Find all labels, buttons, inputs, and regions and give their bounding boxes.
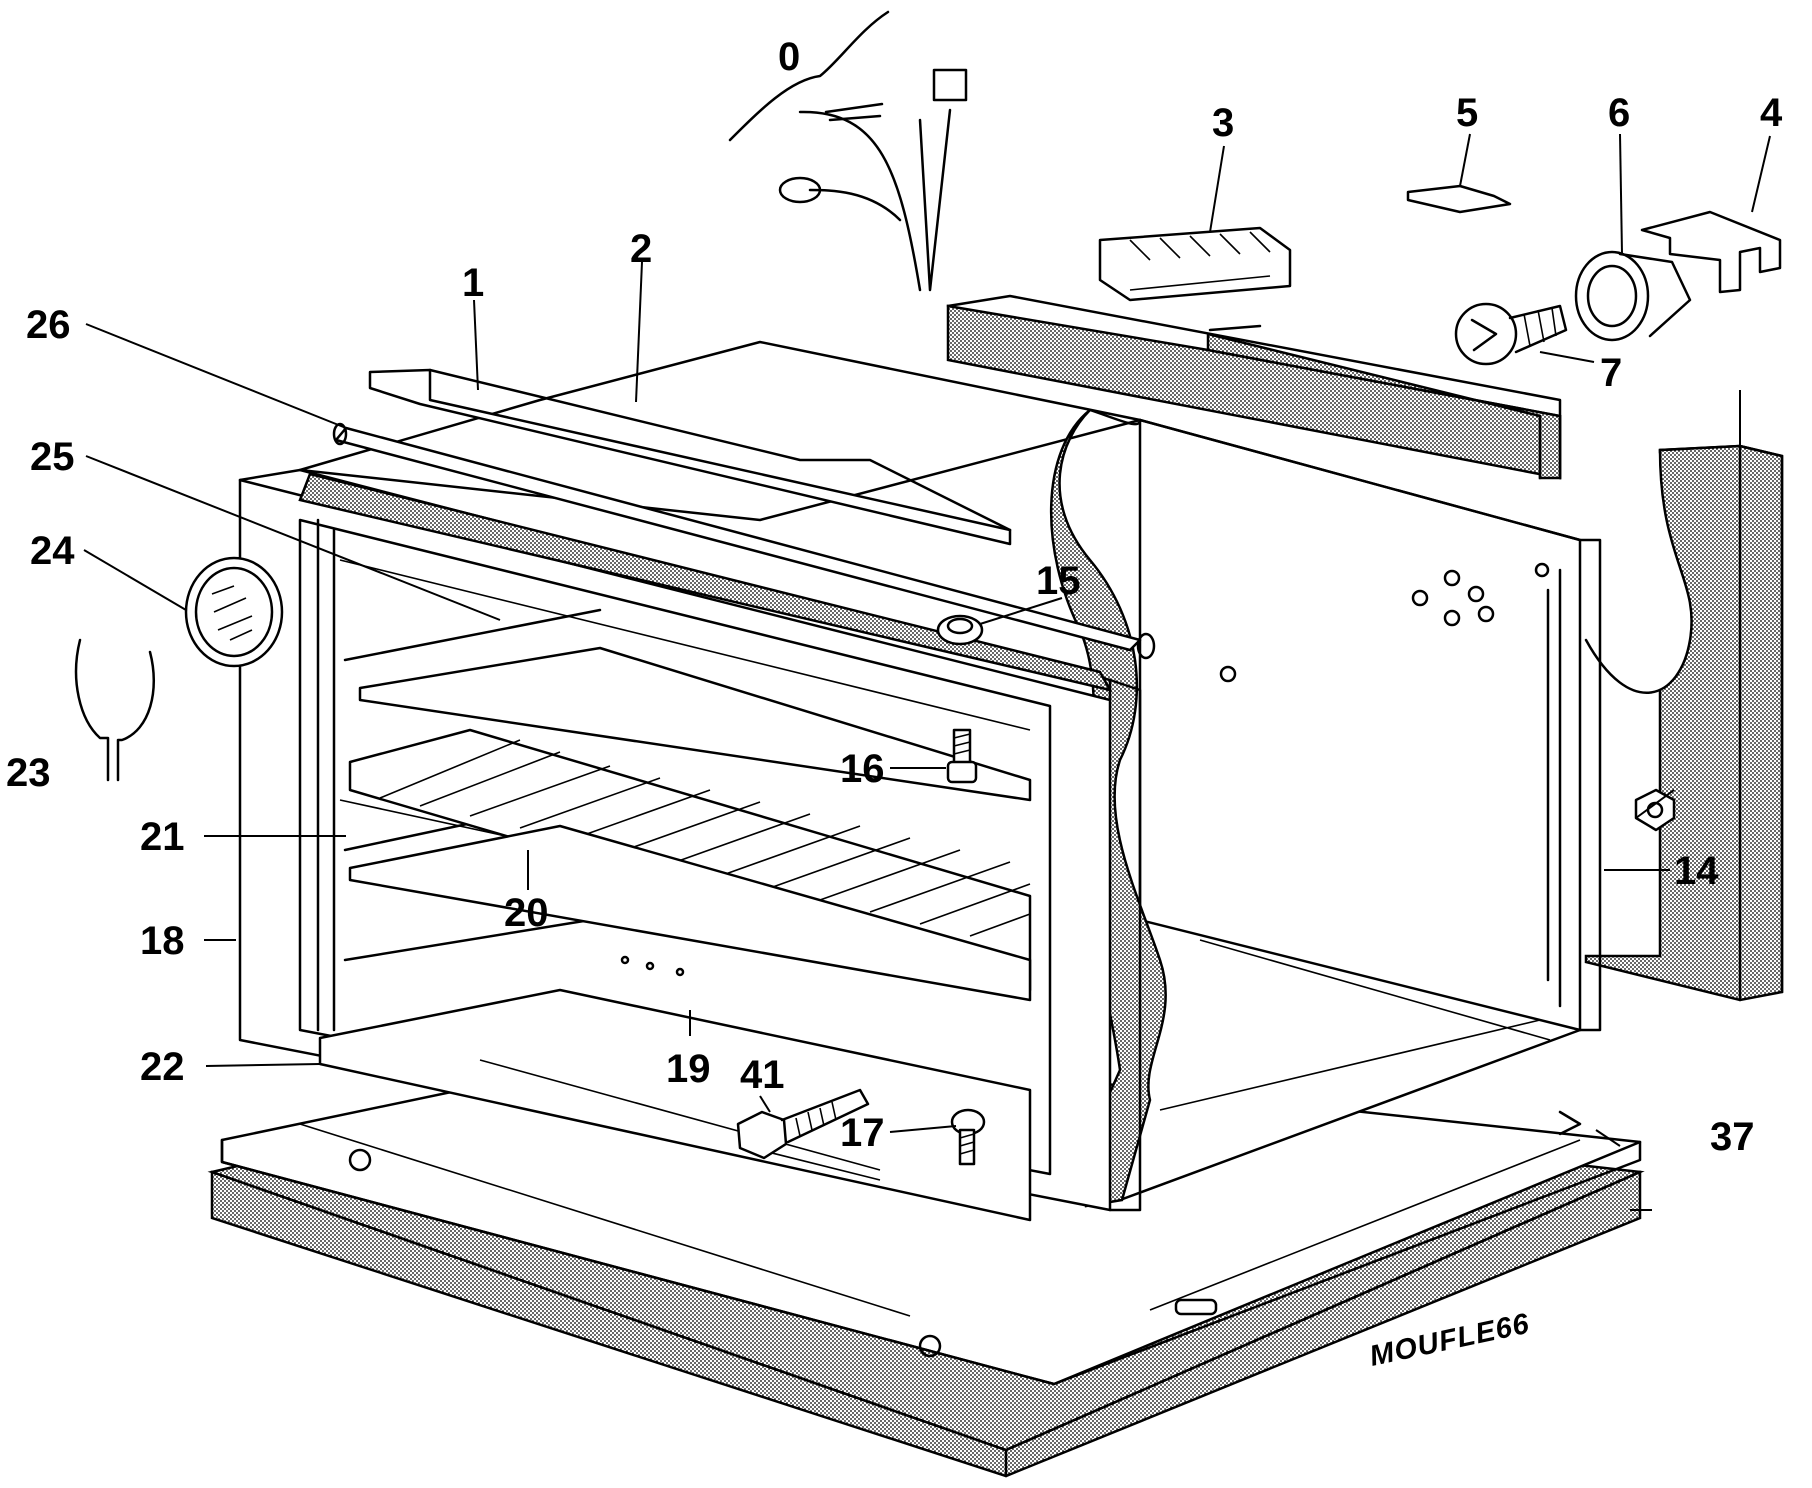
part-label-24: 37 [1710,1115,1755,1159]
lamp-holder [1574,250,1692,342]
part-label-7: 7 [1600,351,1622,395]
lamp-bulb [1454,302,1568,366]
part-label-16: 19 [666,1047,711,1091]
part-label-23: 26 [26,303,71,347]
top-tube [332,422,1156,660]
part-label-3: 3 [1212,101,1234,145]
glass-disc [184,556,284,668]
part-label-21: 24 [30,529,75,573]
lamp-cover-outline [74,638,156,782]
part-label-20: 23 [6,751,51,795]
lamp-clip [1406,184,1512,214]
oven-cavity-body [298,340,1602,1202]
top-rear-insulation [946,294,1562,480]
part-label-2: 2 [630,227,652,271]
part-labels: 0 1 2 3 4 5 6 7 14 15 16 17 18 19 20 21 … [6,35,1783,1373]
bolt-25 [736,1088,870,1160]
part-label-11: 14 [1674,849,1719,893]
bushing [936,614,984,646]
oven-interior [318,559,1032,1222]
part-label-17: 20 [504,891,549,935]
part-label-12: 15 [1036,559,1081,603]
part-label-1: 1 [462,261,484,305]
part-label-4: 4 [1760,91,1783,135]
part-label-14: 17 [840,1111,885,1155]
lamp-bracket [1640,210,1782,294]
part-label-0: 0 [778,35,800,79]
part-label-19: 22 [140,1045,185,1089]
part-label-13: 16 [840,747,885,791]
part-label-22: 25 [30,435,75,479]
part-label-15: 18 [140,919,185,963]
terminal-block [1098,226,1292,302]
part-label-18: 21 [140,815,185,859]
wiring-harness [728,10,968,292]
part-label-5: 5 [1456,91,1478,135]
top-cover-strip [368,368,1012,546]
leader-lines [83,133,1771,1211]
side-insulation-panel [1584,444,1784,1002]
screw-14 [950,1108,986,1166]
screw-13 [946,728,978,784]
part-label-6: 6 [1608,91,1630,135]
part-label-25: 41 [740,1053,785,1097]
